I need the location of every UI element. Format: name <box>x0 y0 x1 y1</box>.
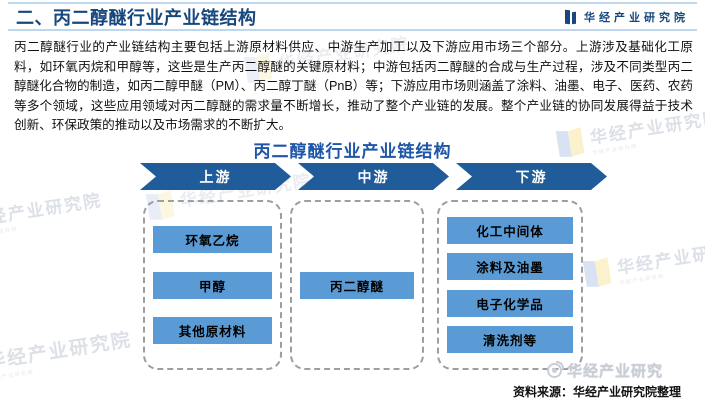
intro-paragraph: 丙二醇醚行业的产业链结构主要包括上游原材料供应、中游生产加工以及下游应用市场三个… <box>14 40 693 133</box>
chain-node: 涂料及油墨 <box>447 253 573 281</box>
brand-watermark: 华经产业研究院 华经产业研究院 <box>581 233 705 292</box>
diagram-title: 丙二醇醚行业产业链结构 <box>253 142 452 161</box>
brand-watermark: 华经产业研究院 华经产业研究院 <box>0 186 105 239</box>
chain-node: 化工中间体 <box>447 216 573 244</box>
watermark-text: 华经产业研究院 <box>0 190 104 231</box>
chain-node: 清洗剂等 <box>447 326 573 354</box>
huajing-book-logo-icon <box>581 255 614 291</box>
stage-arrow-downstream: 下游 <box>456 163 607 190</box>
stage-arrows: 上游 中游 下游 <box>140 163 607 190</box>
watermark-subtext: 华经产业研究院 <box>619 273 666 287</box>
stage-arrow-upstream: 上游 <box>140 163 291 190</box>
chain-node: 其他原材料 <box>153 317 272 345</box>
source-note: 资料来源：华经产业研究院整理 <box>512 385 681 399</box>
chain-node: 环氧乙烷 <box>153 225 272 253</box>
downstream-group: 化工中间体涂料及油墨电子化学品清洗剂等 <box>437 200 583 370</box>
stage-arrow-midstream: 中游 <box>298 163 449 190</box>
header: 二、丙二醇醚行业产业链结构 华经产业研究院 <box>8 2 697 31</box>
watermark-text: 华经产业研究院 <box>615 238 705 278</box>
page-title: 二、丙二醇醚行业产业链结构 <box>16 7 257 28</box>
huajing-logo-icon <box>565 9 578 24</box>
midstream-group: 丙二醇醚 <box>290 200 424 370</box>
brand: 华经产业研究院 <box>565 9 689 25</box>
upstream-group: 环氧乙烷甲醇其他原材料 <box>143 200 282 370</box>
watermark-subtext: 华经产业研究院 <box>0 226 19 240</box>
brand-watermark: 华经产业研究院 华经产业研究院 <box>0 325 135 383</box>
chain-columns: 环氧乙烷甲醇其他原材料 丙二醇醚 化工中间体涂料及油墨电子化学品清洗剂等 <box>143 200 583 370</box>
brand-name: 华经产业研究院 <box>584 11 689 24</box>
chain-node: 甲醇 <box>153 271 272 299</box>
watermark-subtext: 华经产业研究院 <box>0 369 35 383</box>
watermark-text: 华经产业研究院 <box>0 329 134 374</box>
chain-node: 电子化学品 <box>447 289 573 317</box>
chain-node: 丙二醇醚 <box>300 271 414 299</box>
